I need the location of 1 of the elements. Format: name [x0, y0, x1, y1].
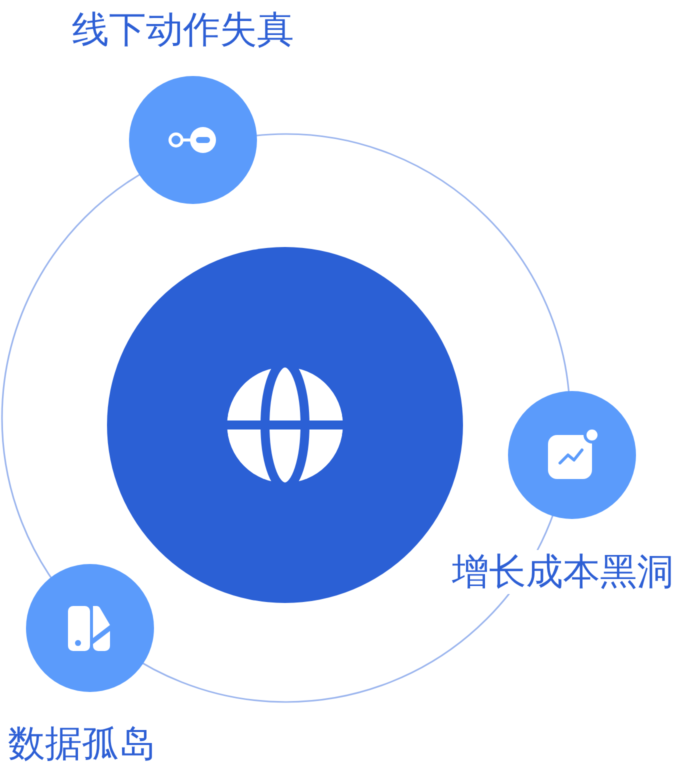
feature-label: 增长成本黑洞 — [452, 550, 674, 594]
